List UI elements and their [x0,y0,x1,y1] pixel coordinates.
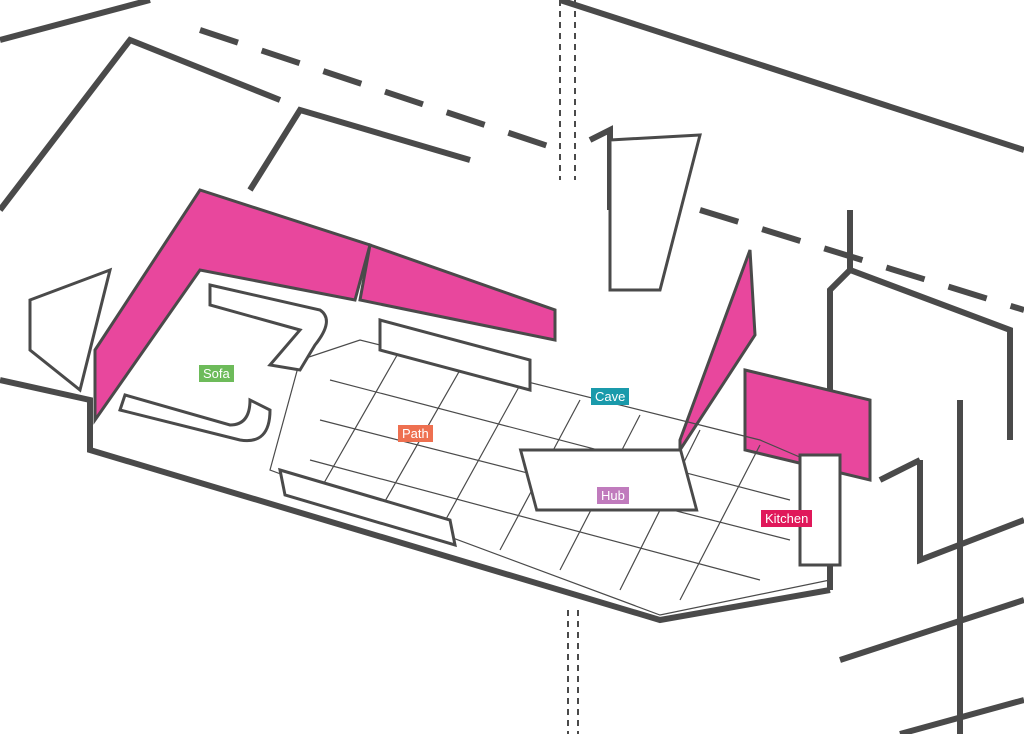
property-line [559,0,579,734]
zone-label-hub: Hub [597,487,629,504]
accent-walls [93,188,872,482]
sofa-lower [118,393,272,443]
stairs [608,133,702,292]
bench-lower [278,467,457,548]
zone-label-path: Path [398,425,433,442]
zone-label-sofa: Sofa [199,365,234,382]
zone-label-kitchen: Kitchen [761,510,813,527]
stairs-left [28,267,113,393]
sofa-sectional [208,283,328,372]
zone-label-cave: Cave [591,388,630,405]
bench [378,318,532,392]
dashed-boundary [199,27,1024,313]
hub-table [518,448,699,512]
